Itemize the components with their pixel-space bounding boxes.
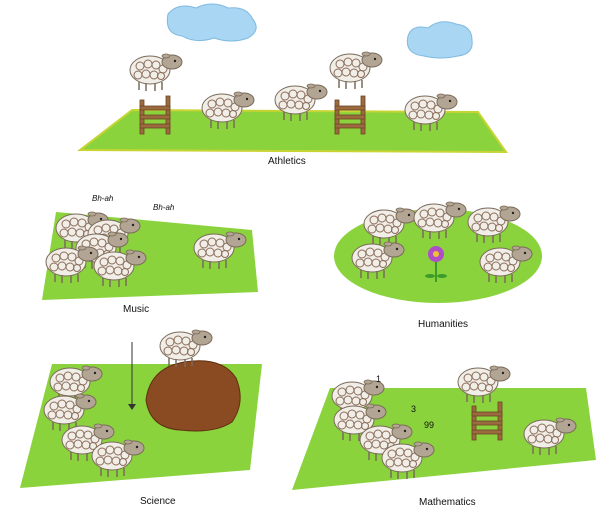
bleat-text-1: Bh-ah	[92, 194, 114, 203]
flower	[425, 246, 447, 282]
music-scene	[42, 211, 258, 300]
mathematics-label: Mathematics	[419, 497, 476, 508]
bleat-text-2: Bh-ah	[153, 203, 175, 212]
count-label-3: 3	[411, 404, 417, 414]
sheep	[129, 53, 183, 92]
humanities-label: Humanities	[418, 319, 469, 330]
mathematics-scene	[292, 365, 596, 490]
humanities-scene	[334, 201, 542, 303]
count-label-1: 1	[376, 374, 382, 384]
athletics-label: Athletics	[268, 156, 306, 167]
drop-arrow-head	[128, 404, 136, 410]
fence-1	[139, 95, 171, 135]
science-label: Science	[140, 496, 176, 507]
athletics-scene	[77, 3, 508, 154]
sheep	[329, 51, 383, 90]
cloud-left	[166, 3, 257, 42]
cloud-right	[406, 21, 473, 59]
count-label-99: 99	[424, 420, 435, 430]
music-label: Music	[123, 304, 150, 315]
science-scene	[20, 329, 262, 488]
boulder	[145, 360, 241, 432]
fence-2	[334, 95, 366, 135]
